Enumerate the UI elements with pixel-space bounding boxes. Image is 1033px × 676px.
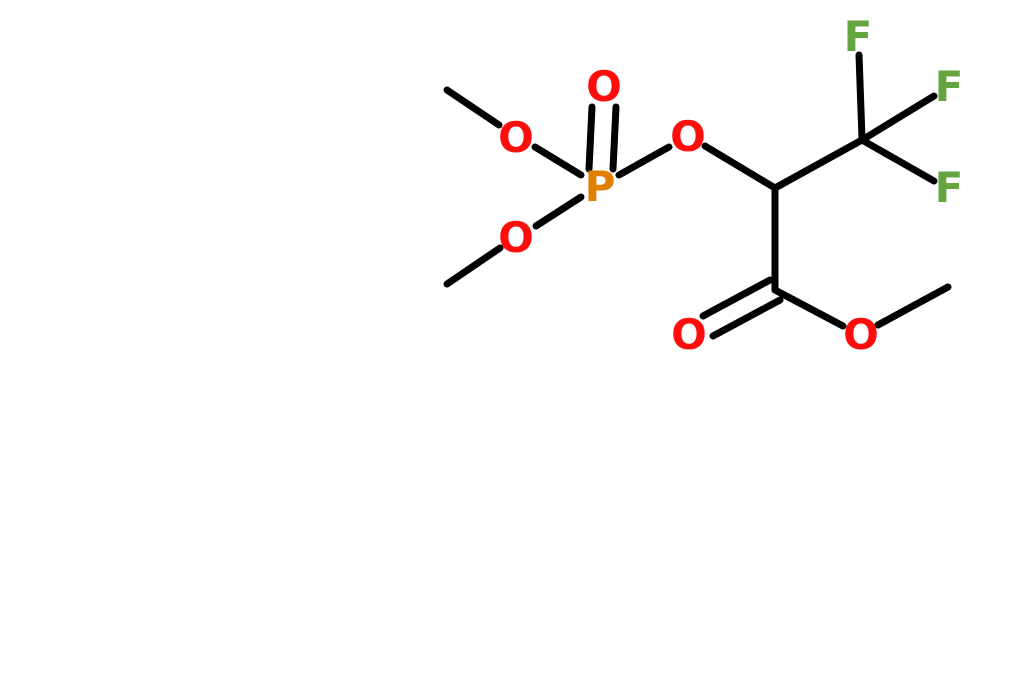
bond-P1=O1-line-b	[609, 103, 620, 173]
atom-label-P1: P	[585, 162, 616, 211]
bond-C6-F1	[855, 51, 866, 142]
atom-label-O5: O	[671, 310, 707, 359]
atom-label-O1: O	[586, 62, 622, 111]
atom-label-O3: O	[670, 112, 706, 161]
bond-C7-O6	[771, 286, 847, 330]
atom-label-O4: O	[498, 213, 534, 262]
atom-label-F3: F	[935, 163, 964, 212]
bond-P1=O1-line-a	[585, 103, 596, 173]
atom-label-O2: O	[498, 113, 534, 162]
bond-C7=O5-line-a	[709, 296, 784, 340]
atom-label-F1: F	[844, 12, 873, 61]
bond-P1-O3	[615, 143, 673, 179]
bond-O4-methyl	[443, 244, 504, 288]
bond-C5-C6	[771, 136, 866, 192]
bond-O6-methyl	[874, 283, 952, 329]
bond-C7=O5-line-b	[699, 276, 774, 320]
bond-C6-F3	[858, 136, 938, 185]
atom-label-O6: O	[843, 310, 879, 359]
bond-C6-F2	[858, 92, 938, 144]
bond-O2-methyl	[443, 86, 503, 129]
bond-O3-C5	[701, 142, 779, 192]
bond-P1-O4	[532, 193, 585, 230]
atom-label-F2: F	[935, 62, 964, 111]
bond-P1-O2	[531, 143, 585, 179]
